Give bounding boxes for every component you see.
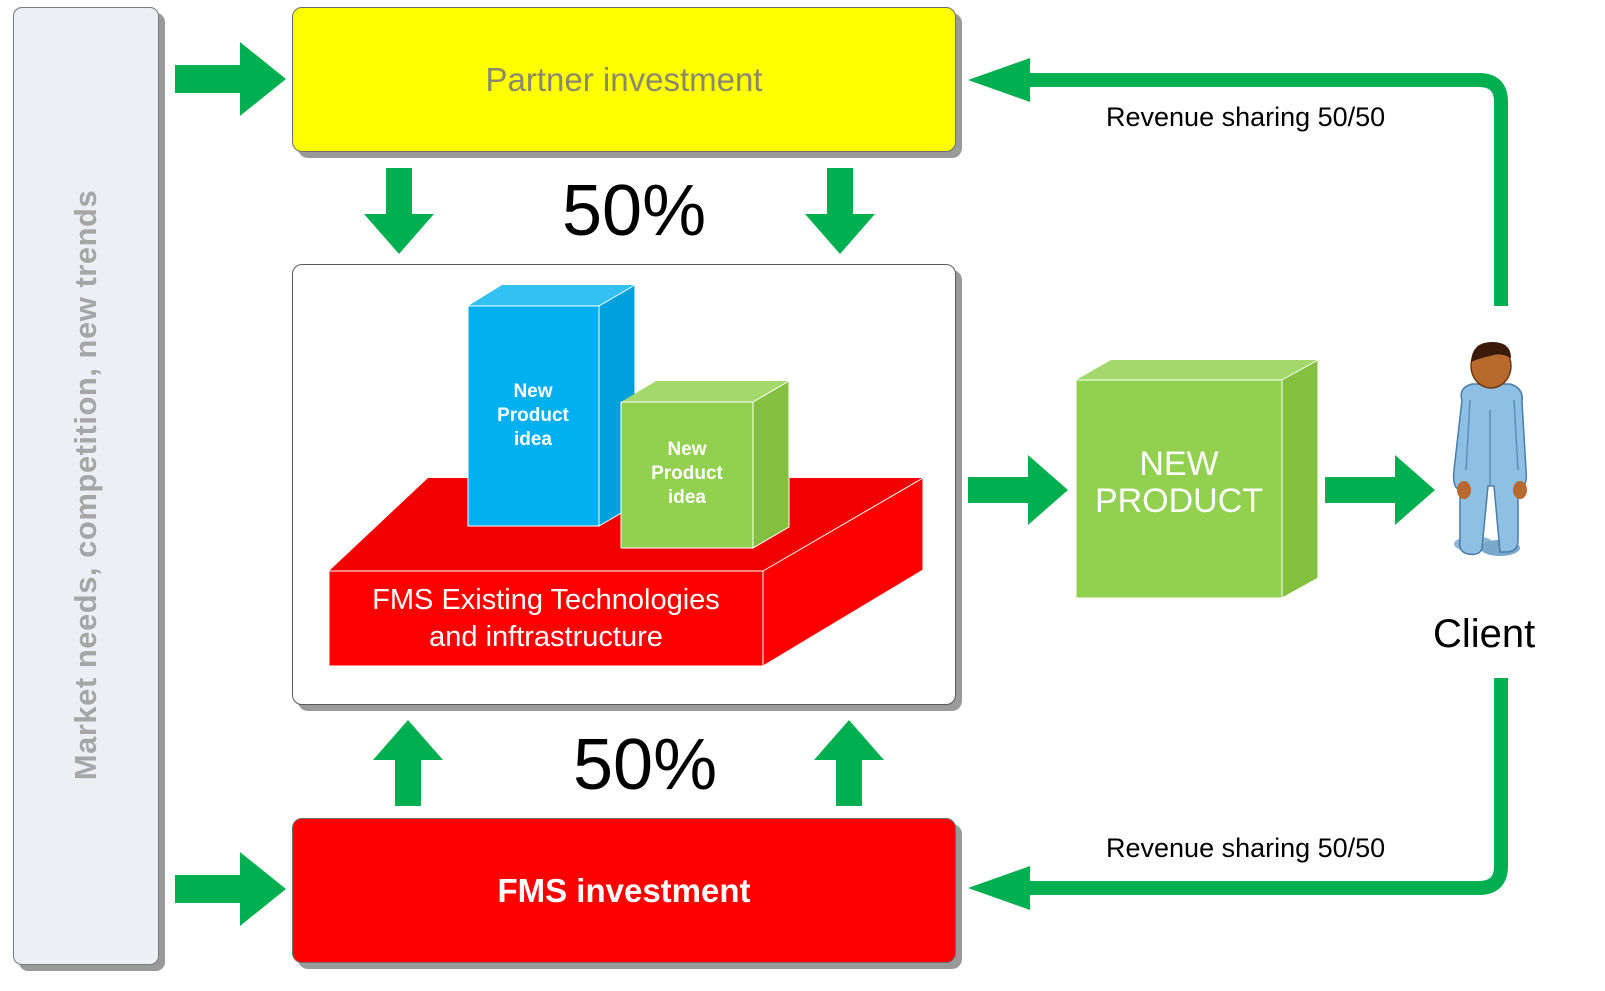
fms-share-percent: 50% [573,725,718,805]
idea-cube-blue-top [468,285,635,306]
idea-green-line2: Product [651,463,723,484]
arrow-partner-down-left [364,168,434,254]
base-block-side [762,477,924,667]
idea-cube-green-side [752,380,790,549]
arrow-fms-up-right [814,720,884,806]
arrow-to-new-product [968,455,1068,525]
base-block-label: FMS Existing Technologies and inftrastru… [329,582,763,656]
partner-investment-box: Partner investment [292,7,956,152]
arrow-to-client [1325,455,1435,525]
base-block-line2: and inftrastructure [429,621,663,653]
arrow-partner-down-right [805,168,875,254]
idea-cube-blue-front [467,305,600,527]
idea-blue-line1: New [513,381,553,402]
revenue-line-bottom [1018,678,1508,895]
new-product-cube-top [1076,360,1318,380]
arrow-fms-up-left [373,720,443,806]
idea-blue-line2: Product [497,405,569,426]
new-product-line2: PRODUCT [1094,482,1264,520]
revenue-arrowhead-bottom [968,866,1030,910]
new-product-label: NEW PRODUCT [1076,446,1282,520]
idea-green-line1: New [667,439,707,460]
new-product-line1: NEW [1139,445,1219,483]
idea-green-line3: idea [667,487,707,508]
revenue-sharing-top-label: Revenue sharing 50/50 [1106,102,1386,132]
base-block-line1: FMS Existing Technologies [372,584,720,616]
revenue-line-top [1018,73,1508,306]
revenue-sharing-bottom-label: Revenue sharing 50/50 [1106,833,1386,863]
idea-cube-green-label: New Product idea [621,438,753,510]
revenue-arrowhead-top [968,58,1030,102]
new-product-cube-side [1281,359,1319,599]
partner-share-percent: 50% [562,171,707,251]
market-trends-panel [13,7,159,965]
client-person-icon [1452,342,1528,556]
idea-blue-line3: idea [513,429,553,450]
partner-investment-label: Partner investment [485,60,763,98]
arrow-market-to-fms [175,852,286,926]
idea-cube-green-front [620,401,754,549]
arrow-market-to-partner [175,42,286,116]
idea-cube-blue-label: New Product idea [468,380,598,452]
idea-cube-green-top [621,381,789,402]
fms-investment-box: FMS investment [292,818,956,963]
new-product-cube-front [1075,379,1283,599]
fms-investment-label: FMS investment [497,871,751,909]
client-label: Client [1433,612,1536,656]
